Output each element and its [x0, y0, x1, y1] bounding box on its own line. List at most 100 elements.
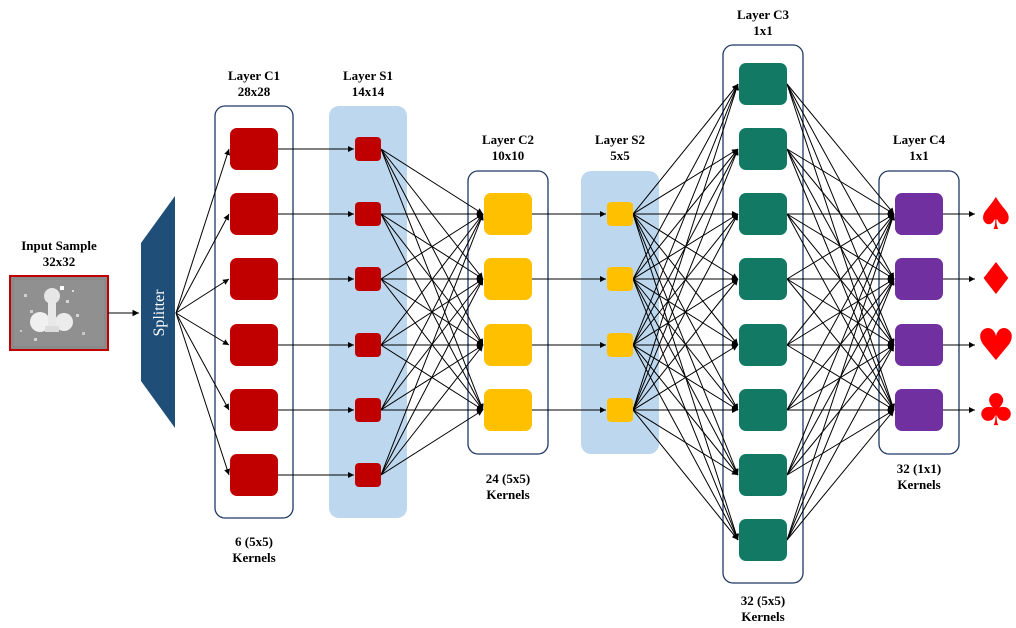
layer-s1-band	[329, 106, 407, 518]
edge-s2-c3-3-1	[632, 148, 739, 411]
layer-c1-node-4	[230, 389, 278, 431]
layer-c3-node-1	[739, 128, 787, 170]
layer-c1-title: Layer C1	[228, 68, 280, 83]
edge-c3-c4-0-0	[786, 83, 895, 215]
edge-splitter-c1-3	[175, 312, 230, 346]
layer-c1-node-3	[230, 324, 278, 366]
connection-edges	[175, 83, 975, 541]
edge-s1-c2-5-2	[380, 344, 484, 476]
output-symbols: ♠ ♦ ♥ ♣	[976, 189, 1015, 436]
edge-splitter-c1-0	[175, 148, 231, 314]
layer-s1-node-1	[355, 202, 381, 226]
layer-c1-kernels-count: 6 (5x5)	[235, 534, 273, 549]
layer-c3-node-3	[739, 258, 787, 300]
splitter-label: Splitter	[151, 289, 168, 337]
layer-c2-kernels-label: Kernels	[486, 487, 529, 502]
layer-c3-node-7	[739, 519, 787, 561]
edge-s2-c3-1-0	[632, 83, 739, 280]
edge-c3-c4-3-0	[786, 213, 895, 280]
layer-s1-node-0	[355, 137, 381, 161]
layer-s2-node-2	[607, 333, 633, 357]
layer-s1-node-4	[355, 398, 381, 422]
layer-c4-node-0	[895, 193, 943, 235]
layer-c3-node-6	[739, 454, 787, 496]
edge-s1-c2-5-3	[380, 409, 484, 476]
diamond-icon: ♦	[976, 254, 1015, 305]
edge-splitter-c1-4	[175, 312, 230, 411]
edge-s1-c2-0-0	[380, 148, 484, 215]
layer-s2-node-1	[607, 267, 633, 291]
layer-s1-node-5	[355, 463, 381, 487]
edge-c3-c4-1-0	[786, 148, 895, 215]
edge-splitter-c1-2	[175, 278, 230, 314]
edge-s1-c2-5-1	[380, 278, 484, 476]
layer-s1-node-2	[355, 267, 381, 291]
edge-c3-c4-7-2	[786, 344, 895, 541]
edge-s2-c3-3-3	[632, 278, 739, 411]
layer-s2-node-0	[607, 202, 633, 226]
layer-c1-node-2	[230, 258, 278, 300]
layer-c4-frame	[878, 170, 960, 455]
layer-c4-node-1	[895, 258, 943, 300]
edge-s2-c3-3-2	[632, 213, 739, 411]
layer-s2-band	[581, 171, 659, 454]
edge-s2-c3-0-0	[632, 83, 739, 215]
layer-c2-node-0	[484, 193, 532, 235]
edge-s2-c3-3-0	[632, 83, 740, 411]
edge-splitter-c1-5	[175, 312, 230, 476]
edge-splitter-c1-1	[175, 213, 230, 314]
spade-icon: ♠	[976, 189, 1015, 240]
edge-c3-c4-7-0	[786, 213, 895, 541]
input-title: Input Sample	[21, 238, 97, 253]
edge-s1-c2-5-0	[380, 213, 484, 476]
layer-c1-node-0	[230, 128, 278, 170]
edge-c3-c4-4-0	[786, 213, 895, 346]
layer-c3-size: 1x1	[753, 23, 773, 38]
layer-c2-node-3	[484, 389, 532, 431]
input-size: 32x32	[43, 254, 76, 269]
layer-s2-title: Layer S2	[595, 132, 645, 147]
layer-c3-node-5	[739, 389, 787, 431]
layer-c4-node-2	[895, 324, 943, 366]
edge-s2-c3-2-0	[632, 83, 739, 346]
edge-c3-c4-7-3	[786, 409, 895, 541]
layer-s1-title: Layer S1	[343, 68, 393, 83]
club-icon: ♣	[976, 385, 1015, 436]
layer-c3-frame	[722, 44, 804, 584]
layer-c4-node-3	[895, 389, 943, 431]
layer-c3-node-2	[739, 193, 787, 235]
layer-c1-size: 28x28	[238, 84, 271, 99]
layer-c1-frame	[214, 105, 294, 519]
edge-s1-c2-4-0	[380, 213, 484, 411]
edge-c3-c4-6-0	[786, 213, 895, 476]
layer-c3-node-4	[739, 324, 787, 366]
layer-c1-node-5	[230, 454, 278, 496]
layer-s2-node-3	[607, 398, 633, 422]
layer-c3-kernels-count: 32 (5x5)	[741, 593, 785, 608]
edge-s1-c2-2-0	[380, 213, 484, 280]
edge-s2-c3-3-4	[632, 344, 739, 411]
layer-c2-frame	[467, 170, 549, 455]
edge-c3-c4-5-0	[786, 213, 895, 411]
layer-c4-title: Layer C4	[893, 132, 946, 147]
layer-c3-title: Layer C3	[737, 7, 790, 22]
heart-icon: ♥	[976, 320, 1015, 371]
edge-s2-c3-3-7	[632, 409, 739, 541]
layer-c3-kernels-label: Kernels	[741, 609, 784, 624]
edge-s2-c3-3-6	[632, 409, 739, 476]
input-sample-image	[9, 275, 109, 351]
layer-c1-kernels-label: Kernels	[232, 550, 275, 565]
layer-c4-kernels-label: Kernels	[897, 477, 940, 492]
edge-s1-c2-3-0	[380, 213, 484, 346]
layer-s1-size: 14x14	[352, 84, 385, 99]
layer-c1-node-1	[230, 193, 278, 235]
layer-c4-size: 1x1	[909, 148, 929, 163]
layer-c3-node-0	[739, 63, 787, 105]
layer-c2-node-1	[484, 258, 532, 300]
edge-c3-c4-7-1	[786, 278, 895, 541]
layer-c2-kernels-count: 24 (5x5)	[486, 471, 530, 486]
splitter-shape	[141, 196, 175, 428]
layer-c4-kernels-count: 32 (1x1)	[897, 461, 941, 476]
layer-c2-node-2	[484, 324, 532, 366]
